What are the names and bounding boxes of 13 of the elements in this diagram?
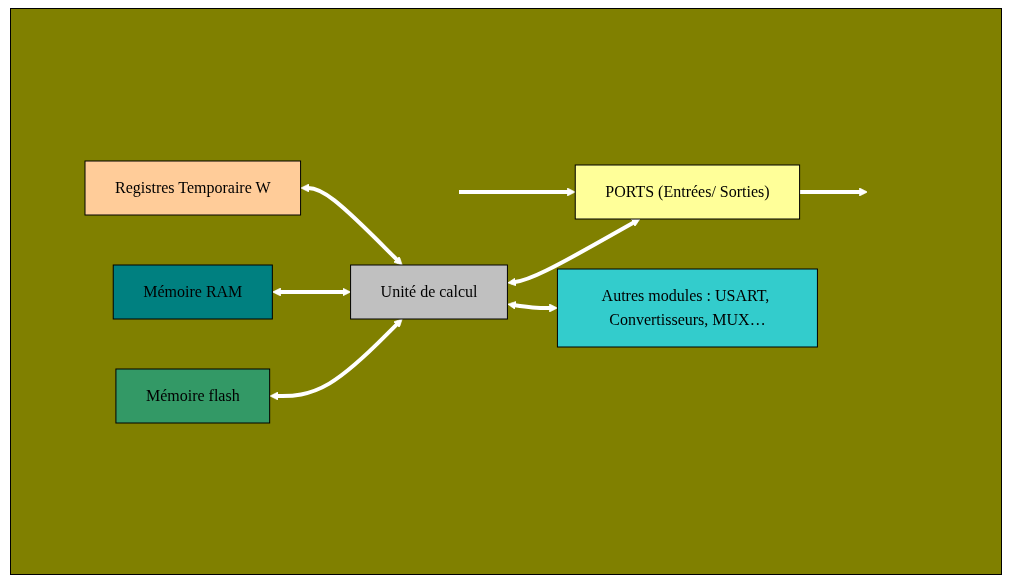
arrow: [458, 187, 576, 196]
arrow: [507, 300, 558, 312]
node-box: Unité de calcul: [349, 264, 508, 319]
node-box: Registres Temporaire W: [84, 160, 301, 215]
node-box: Autres modules : USART, Convertisseurs, MUX…: [556, 268, 818, 347]
node-box: Mémoire flash: [115, 368, 270, 423]
arrow: [300, 183, 403, 265]
arrow: [799, 187, 868, 196]
arrow: [272, 287, 351, 296]
arrow: [269, 318, 403, 400]
arrow: [507, 218, 641, 286]
node-box: Mémoire RAM: [112, 264, 273, 319]
node-box: PORTS (Entrées/ Sorties): [574, 164, 800, 219]
